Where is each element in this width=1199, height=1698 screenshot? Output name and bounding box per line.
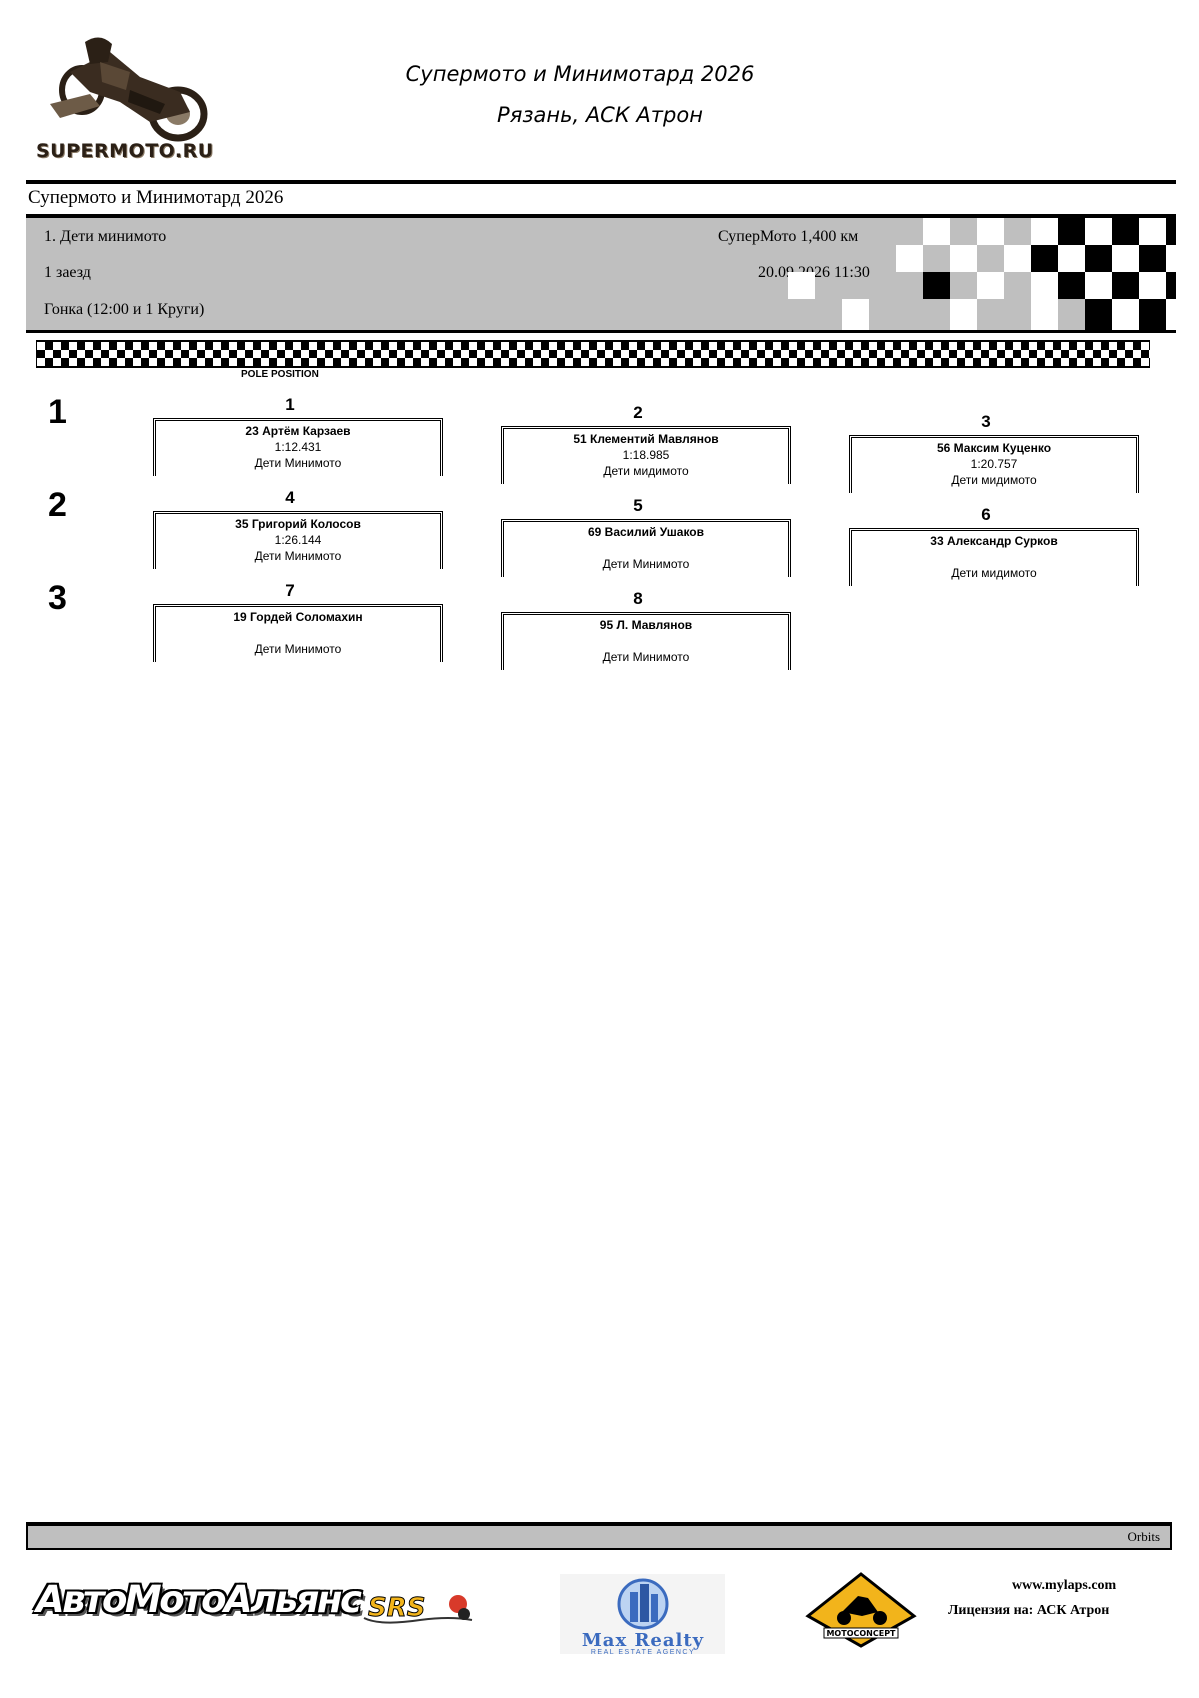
- rider-class: Дети Минимото: [254, 549, 342, 563]
- lap-time: 1:18.985: [622, 448, 670, 462]
- grid-slot: 51 Клементий Мавлянов 1:18.985 Дети миди…: [501, 426, 791, 484]
- lap-time: 1:20.757: [970, 457, 1018, 471]
- grid-position-number: 4: [285, 488, 295, 507]
- license-text: Лицензия на: АСК Атрон: [948, 1603, 1110, 1618]
- footer-bar: Orbits: [26, 1522, 1172, 1550]
- rider-name: 35 Григорий Колосов: [235, 517, 361, 531]
- class-name: 1. Дети минимото: [44, 228, 167, 245]
- grid-slot: 56 Максим Куценко 1:20.757 Дети мидимото: [849, 435, 1139, 493]
- event-title: Супермото и Минимотард 2026: [28, 187, 284, 208]
- sponsor-max-realty-subtitle: REAL ESTATE AGENCY: [590, 1649, 696, 1656]
- rider-class: Дети мидимото: [951, 566, 1037, 580]
- rider-name: 19 Гордей Соломахин: [233, 610, 363, 624]
- grid-slot: 35 Григорий Колосов 1:26.144 Дети Минимо…: [153, 511, 443, 569]
- srs-text: SRS: [368, 1593, 425, 1623]
- motorcycle-warning-sign-icon: MOTOCONCEPT: [805, 1572, 917, 1648]
- lap-time: [504, 633, 788, 649]
- header-title: Супермото и Минимотард 2026: [405, 62, 755, 86]
- rider-class: Дети Минимото: [602, 650, 690, 664]
- checkered-flag-icon: [788, 218, 1176, 330]
- rider-name: 33 Александр Сурков: [930, 534, 1058, 548]
- checkered-strip-icon: [36, 340, 1157, 368]
- rider-name: 56 Максим Куценко: [936, 441, 1052, 455]
- rider-class: Дети Минимото: [254, 456, 342, 470]
- sponsor-automotoalliance-text: АвтоМотоАльянс: [36, 1578, 362, 1621]
- grid-position-number: 3: [981, 412, 991, 431]
- lap-time: [852, 549, 1136, 565]
- sponsor-max-realty-logo: [560, 1574, 725, 1654]
- event-rule: [26, 214, 1176, 218]
- grid-position-number: 2: [633, 403, 643, 422]
- grid-row-number: 1: [48, 393, 67, 431]
- race-label: Гонка (12:00 и 1 Круги): [44, 301, 205, 318]
- header-rule: [26, 180, 1176, 184]
- sponsor-max-realty-text: Max Realty: [581, 1630, 705, 1651]
- logo-text: SUPERMOTO.RU: [36, 140, 214, 162]
- rider-name: 23 Артём Карзаев: [245, 424, 351, 438]
- grid-position-number: 8: [633, 589, 643, 608]
- grid-row-number: 3: [48, 579, 67, 617]
- track-label: СуперМото 1,400 км: [718, 228, 859, 245]
- sponsor-srs-logo: SRS: [360, 1590, 480, 1630]
- race-info-panel: 1. Дети минимото 1 заезд Гонка (12:00 и …: [26, 218, 1176, 330]
- rider-name: 95 Л. Мавлянов: [599, 618, 693, 632]
- heat-label: 1 заезд: [44, 264, 91, 281]
- grid-position-number: 1: [285, 395, 295, 414]
- grid-slot: 95 Л. Мавлянов Дети Минимото: [501, 612, 791, 670]
- motorcycle-rider-icon: [50, 37, 208, 142]
- header-subtitle: Рязань, АСК Атрон: [497, 103, 703, 127]
- lap-time: [156, 625, 440, 641]
- rider-class: Дети Минимото: [602, 557, 690, 571]
- grid-slot: 23 Артём Карзаев 1:12.431 Дети Минимото: [153, 418, 443, 476]
- grid-row-number: 2: [48, 486, 67, 524]
- lap-time: 1:12.431: [274, 440, 322, 454]
- lap-time: [504, 540, 788, 556]
- sponsor-automotoalliance-logo: [32, 1565, 307, 1645]
- mylaps-website: www.mylaps.com: [1012, 1578, 1117, 1593]
- lap-time: 1:26.144: [274, 533, 322, 547]
- supermoto-logo: [30, 32, 230, 164]
- srs-racing-icon: SRS: [363, 1593, 473, 1624]
- grid-position-number: 5: [633, 496, 643, 515]
- pole-position-label: POLE POSITION: [241, 369, 319, 380]
- checkered-strip: [36, 340, 1157, 368]
- orbits-label: Orbits: [1127, 1529, 1161, 1544]
- grid-slot: 19 Гордей Соломахин Дети Минимото: [153, 604, 443, 662]
- rider-name: 69 Василий Ушаков: [587, 525, 705, 539]
- grid-position-number: 6: [981, 505, 991, 524]
- rider-name: 51 Клементий Мавлянов: [573, 432, 719, 446]
- grid-slot: 33 Александр Сурков Дети мидимото: [849, 528, 1139, 586]
- sponsor-motoconcept-logo: MOTOCONCEPT: [802, 1572, 920, 1648]
- motoconcept-text: MOTOCONCEPT: [826, 1629, 896, 1638]
- globe-building-icon: [617, 1578, 669, 1630]
- rider-class: Дети Минимото: [254, 642, 342, 656]
- rider-class: Дети мидимото: [603, 464, 689, 478]
- panel-rule: [26, 330, 1176, 333]
- rider-class: Дети мидимото: [951, 473, 1037, 487]
- grid-slot: 69 Василий Ушаков Дети Минимото: [501, 519, 791, 577]
- grid-position-number: 7: [285, 581, 295, 600]
